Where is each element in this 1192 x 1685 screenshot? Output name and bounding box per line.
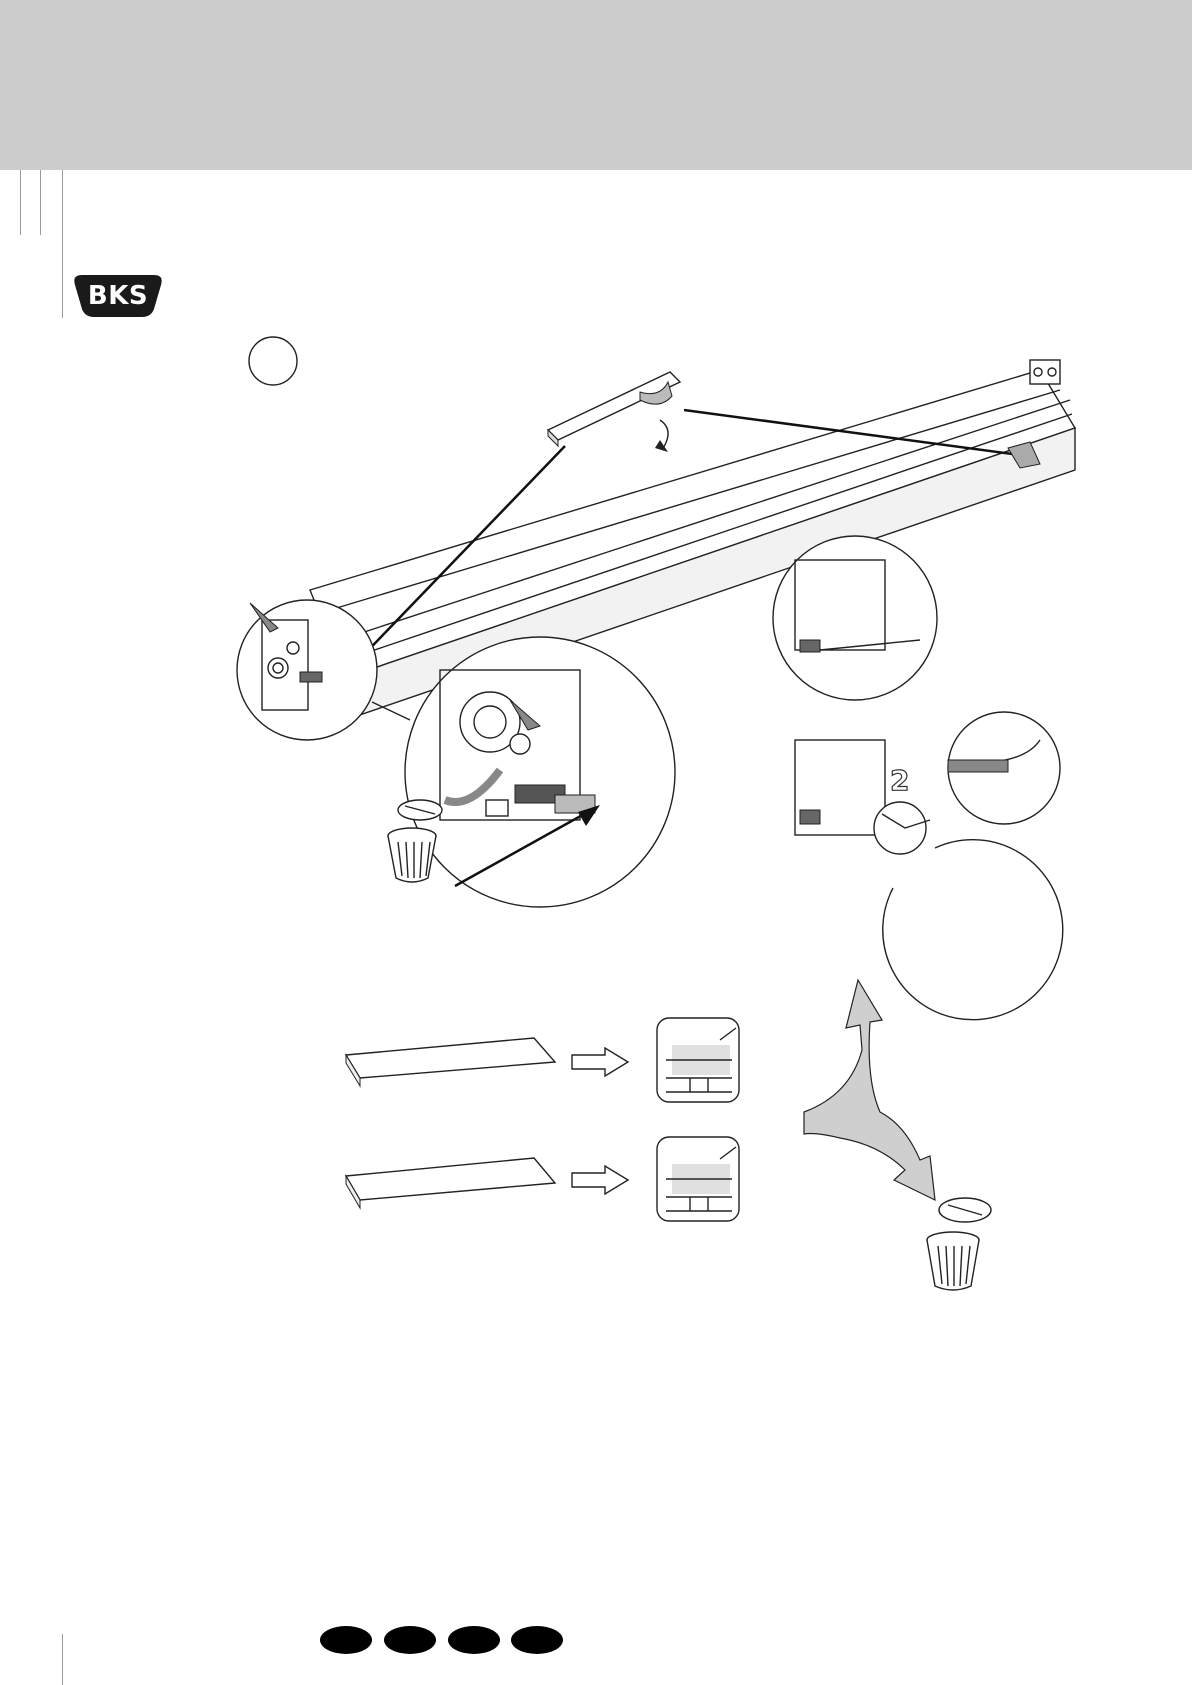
language-dot [511, 1626, 563, 1654]
waste-bin-icon [927, 1232, 979, 1290]
profile-icon-top [657, 1018, 739, 1102]
plate-top [346, 1038, 555, 1086]
profile-icon-bottom [657, 1137, 739, 1221]
language-dot [384, 1626, 436, 1654]
discarded-cap [939, 1198, 991, 1222]
language-dot [448, 1626, 500, 1654]
split-arrow [804, 980, 935, 1200]
plate-bottom [346, 1158, 555, 1208]
detail-circle-tool [948, 712, 1060, 824]
cover-plate [548, 372, 680, 452]
detail-circle-main [405, 637, 675, 907]
detail-circle-left [237, 600, 377, 740]
language-dot [320, 1626, 372, 1654]
discarded-cap [398, 800, 442, 820]
detail-circle-right-top [773, 536, 937, 700]
step-number-circle [249, 337, 297, 385]
arrow-to-profile [572, 1048, 628, 1076]
arrow-to-profile [572, 1166, 628, 1194]
detail-step-label: 2 [890, 764, 909, 797]
waste-bin-icon [388, 828, 436, 882]
door-closer-body [310, 360, 1075, 720]
